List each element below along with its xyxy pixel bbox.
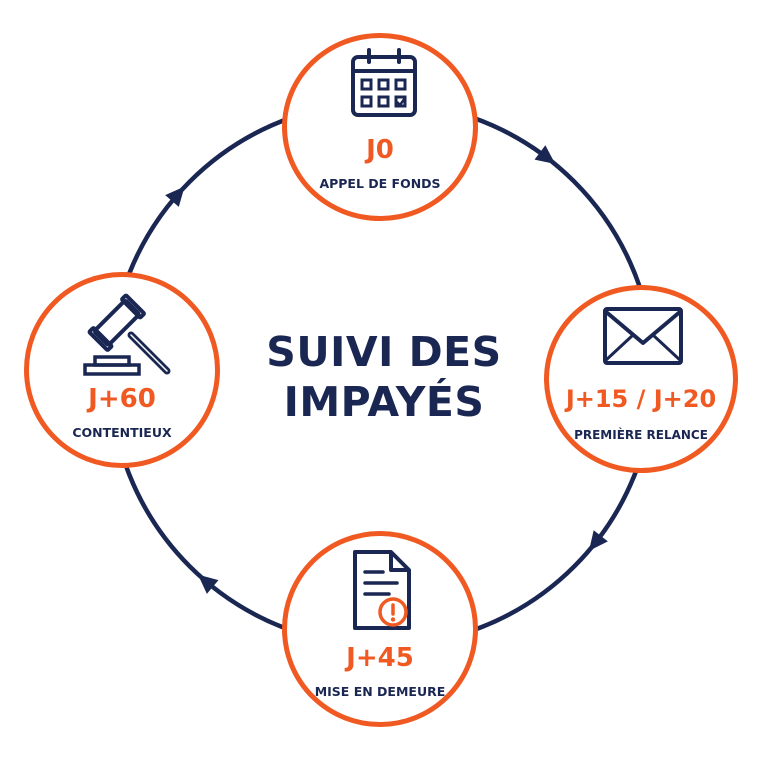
step-node-contentieux: J+60 CONTENTIEUX xyxy=(24,272,220,468)
arrow-to-premiere-relance xyxy=(534,145,556,164)
cycle-arrows xyxy=(165,145,608,594)
calendar-icon xyxy=(351,48,417,117)
arrow-to-mise-en-demeure xyxy=(588,530,608,551)
arrow-to-contentieux xyxy=(197,574,219,594)
step-delay: J+60 xyxy=(88,384,156,414)
step-delay: J+45 xyxy=(346,643,414,673)
step-node-appel-de-fonds: J0 APPEL DE FONDS xyxy=(282,33,478,221)
step-label: APPEL DE FONDS xyxy=(319,176,441,191)
step-node-mise-en-demeure: J+45 MISE EN DEMEURE xyxy=(282,531,478,727)
gavel-icon xyxy=(83,293,171,376)
step-label: PREMIÈRE RELANCE xyxy=(574,428,708,442)
arrow-to-appel-de-fonds xyxy=(165,186,185,207)
envelope-icon xyxy=(603,307,683,365)
step-node-premiere-relance: J+15 / J+20 PREMIÈRE RELANCE xyxy=(544,285,738,473)
step-delay: J+15 / J+20 xyxy=(565,385,717,413)
step-label: MISE EN DEMEURE xyxy=(314,684,446,699)
diagram-title-line-1: SUIVI DES xyxy=(266,328,502,376)
diagram-title-line-2: IMPAYÉS xyxy=(283,378,485,426)
diagram-title: SUIVI DES IMPAYÉS xyxy=(234,327,534,427)
step-label: CONTENTIEUX xyxy=(72,425,172,440)
step-delay: J0 xyxy=(366,135,394,165)
document-alert-icon xyxy=(353,550,411,630)
